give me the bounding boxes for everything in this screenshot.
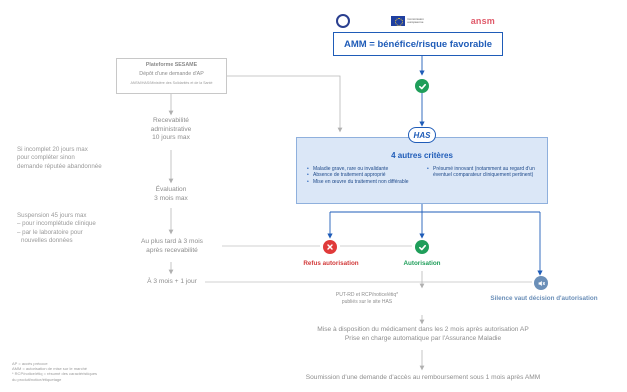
platform-small: ANSM/HAS/Ministère des Solidarités et de… xyxy=(130,81,213,85)
au-plus-tard-step: Au plus tard à 3 mois après recevabilité xyxy=(141,238,203,254)
a-trois-mois-step: À 3 mois + 1 jour xyxy=(147,278,197,285)
has-title: 4 autres critères xyxy=(391,151,453,160)
eu-logo: Commission européenne xyxy=(391,16,429,26)
silence-label: Silence vaut décision d'autorisation xyxy=(490,295,598,302)
gov-logo-icon xyxy=(336,14,350,28)
refus-label: Refus autorisation xyxy=(303,260,359,267)
criteria-left-list: Maladie grave, rare ou invalidante Absen… xyxy=(307,166,422,185)
check-icon xyxy=(415,79,429,93)
has-logo: HAS xyxy=(408,127,436,143)
ansm-logo: ansm xyxy=(470,16,495,26)
check-icon xyxy=(415,240,429,254)
mute-icon xyxy=(534,276,548,290)
footnotes: AP = accès précoce AMM = autorisation de… xyxy=(12,361,98,382)
eu-flag-icon xyxy=(391,16,406,26)
soumission-step: Soumission d'une demande d'accès au remb… xyxy=(305,374,541,381)
platform-sesame-box: Plateforme SESAME Dépôt d'une demande d'… xyxy=(116,58,227,94)
criterion-item: Maladie grave, rare ou invalidante xyxy=(307,166,422,173)
recevabilite-step: Recevabilité administrative 10 jours max xyxy=(150,117,192,142)
autorisation-label: Autorisation xyxy=(403,260,441,267)
incomplet-note: Si incomplet 20 jours max pour compléter… xyxy=(17,146,102,170)
cross-icon xyxy=(323,240,337,254)
suspension-note: Suspension 45 jours max – pour incomplét… xyxy=(17,212,96,245)
has-criteria-box: 4 autres critères Maladie grave, rare ou… xyxy=(296,137,548,204)
platform-title: Plateforme SESAME xyxy=(145,62,198,68)
platform-subtitle: Dépôt d'une demande d'AP xyxy=(139,71,204,77)
criterion-item: Mise en œuvre du traitement non différab… xyxy=(307,179,422,186)
amm-text: AMM = bénéfice/risque favorable xyxy=(343,38,493,50)
publication-note: PUT-RD et RCP/notice/étiq* publiés sur l… xyxy=(335,292,399,305)
criterion-item: Absence de traitement approprié xyxy=(307,172,422,179)
criterion-item: Présumé innovant (notamment au regard d'… xyxy=(427,166,542,179)
partner-logos: Commission européenne ansm xyxy=(336,13,495,29)
evaluation-step: Évaluation 3 mois max xyxy=(154,186,188,202)
mise-a-disposition: Mise à disposition du médicament dans le… xyxy=(317,326,529,342)
amm-box: AMM = bénéfice/risque favorable xyxy=(333,32,503,56)
criteria-right-list: Présumé innovant (notamment au regard d'… xyxy=(427,166,542,179)
